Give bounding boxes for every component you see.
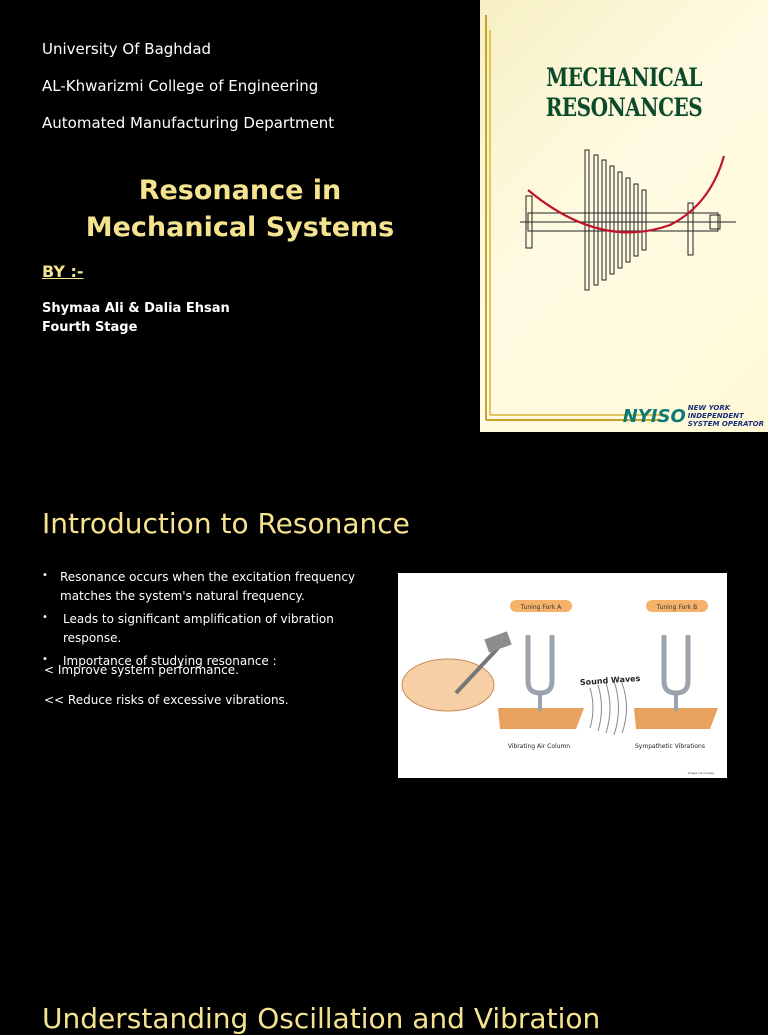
- fork-a: [525, 635, 555, 696]
- sub-point: < Improve system performance.: [44, 663, 239, 677]
- title-line-1: Resonance in: [138, 175, 342, 206]
- author-names: Shymaa Ali & Dalia Ehsan: [42, 301, 230, 316]
- nyiso-logo: NYISO NEW YORK INDEPENDENT SYSTEM OPERAT…: [623, 404, 764, 428]
- cover-heading: MECHANICAL RESONANCES: [545, 62, 703, 122]
- author-stage: Fourth Stage: [42, 320, 138, 335]
- base-right: [634, 708, 718, 729]
- sound-waves: [589, 680, 627, 736]
- presentation-title: Resonance in Mechanical Systems: [40, 172, 440, 246]
- logo-line-3: SYSTEM OPERATOR: [687, 420, 764, 428]
- fork-a-label: Tuning Fork A: [520, 604, 562, 611]
- hand: [401, 658, 495, 712]
- rotor-drawing: [520, 149, 736, 291]
- fork-b: [661, 635, 691, 696]
- authors-block: Shymaa Ali & Dalia Ehsan Fourth Stage: [42, 299, 230, 337]
- resonance-curve: [527, 155, 726, 234]
- logo-line-1: NEW YORK: [687, 404, 731, 412]
- institution-university: University Of Baghdad: [42, 40, 212, 58]
- base-left: [498, 708, 584, 729]
- tuning-fork-diagram: Tuning Fork A Tuning Fork B Sound Waves …: [398, 573, 727, 778]
- sound-waves-label: Sound Waves: [580, 674, 641, 687]
- cover-frame-graphic: [485, 15, 736, 421]
- by-label: BY :-: [42, 262, 84, 281]
- fork-a-label-bg: [510, 600, 572, 612]
- fork-b-label-bg: [646, 600, 708, 612]
- bullet-list: Resonance occurs when the excitation fre…: [42, 566, 392, 675]
- section-title-introduction: Introduction to Resonance: [42, 507, 410, 540]
- fork-b-label: Tuning Fork B: [656, 604, 697, 611]
- logo-text: NEW YORK INDEPENDENT SYSTEM OPERATOR: [688, 404, 764, 428]
- tuning-fork-illustration: Tuning Fork A Tuning Fork B Sound Waves …: [401, 600, 718, 775]
- institution-department: Automated Manufacturing Department: [42, 114, 335, 132]
- bullet-item: Resonance occurs when the excitation fre…: [42, 566, 392, 606]
- hammer-head: [484, 631, 512, 653]
- sub-point: << Reduce risks of excessive vibrations.: [44, 693, 289, 707]
- institution-college: AL-Khwarizmi College of Engineering: [42, 77, 319, 95]
- bullet-item: Importance of studying resonance :: [42, 650, 392, 671]
- logo-mark: NYISO: [622, 405, 686, 427]
- image-credit: Image via Google: [688, 771, 714, 775]
- right-caption: Sympathetic Vibrations: [635, 743, 705, 750]
- hammer-handle: [454, 646, 500, 695]
- bullet-item: Leads to significant amplification of vi…: [42, 608, 392, 648]
- cover-image: MECHANICAL RESONANCES NYISO NEW YORK IND…: [480, 0, 768, 432]
- section-title-oscillation: Understanding Oscillation and Vibration: [42, 1002, 601, 1035]
- logo-line-2: INDEPENDENT: [687, 412, 744, 420]
- title-line-2: Mechanical Systems: [85, 212, 395, 243]
- left-caption: Vibrating Air Column: [508, 743, 570, 750]
